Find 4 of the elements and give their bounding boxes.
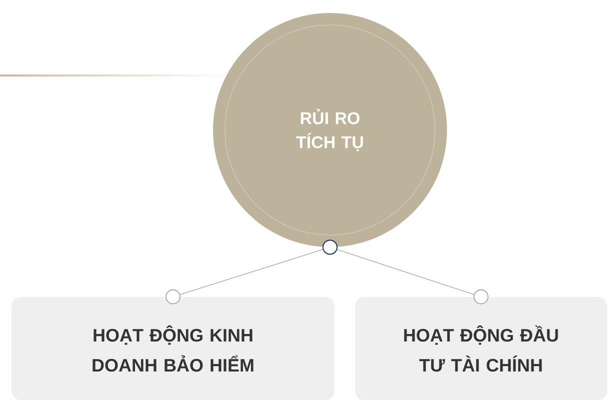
category-box: HOẠT ĐỘNG ĐẦU TƯ TÀI CHÍNH <box>355 297 607 400</box>
connector-line <box>322 240 488 304</box>
category-box: HOẠT ĐỘNG KINH DOANH BẢO HIỂM <box>12 297 334 400</box>
circle-node: RỦI RO TÍCH TỤ <box>213 13 447 247</box>
